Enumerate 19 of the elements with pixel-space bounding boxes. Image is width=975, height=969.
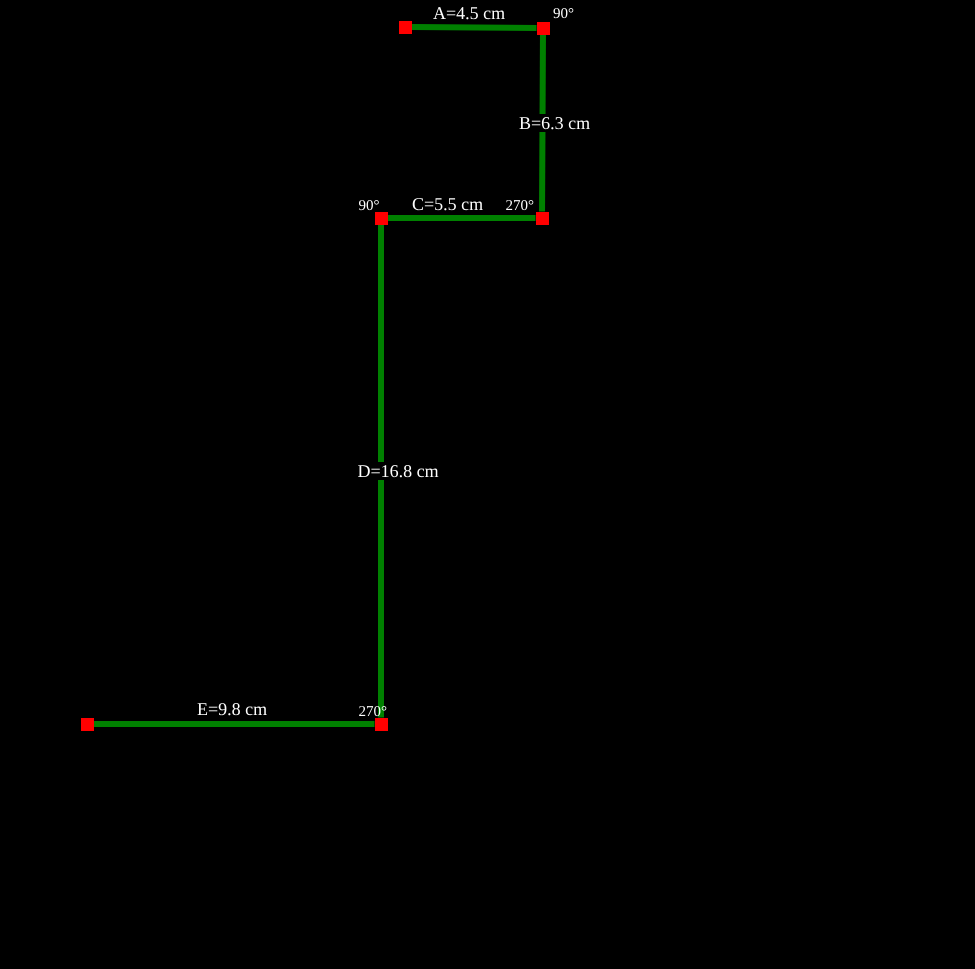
vertex-marker (374, 718, 388, 730)
vertex-marker (536, 212, 548, 224)
edge-label: B=6.3 cm (517, 114, 592, 132)
vertex-marker (80, 718, 94, 730)
angle-label: 270° (358, 704, 387, 720)
angle-label: 90° (553, 6, 574, 22)
vertex-marker (374, 212, 388, 224)
connector-line (388, 215, 536, 221)
connector-line (94, 721, 374, 727)
angle-label: 270° (506, 198, 534, 214)
edge-label: E=9.8 cm (195, 700, 270, 718)
vertex-marker (398, 20, 412, 34)
connector-line (411, 24, 537, 31)
edge-label: D=16.8 cm (356, 462, 441, 480)
connector-line (378, 224, 384, 718)
angle-label: 90° (358, 198, 380, 214)
connector-line (539, 34, 546, 212)
edge-label: C=5.5 cm (410, 195, 486, 213)
vertex-marker (536, 22, 550, 34)
